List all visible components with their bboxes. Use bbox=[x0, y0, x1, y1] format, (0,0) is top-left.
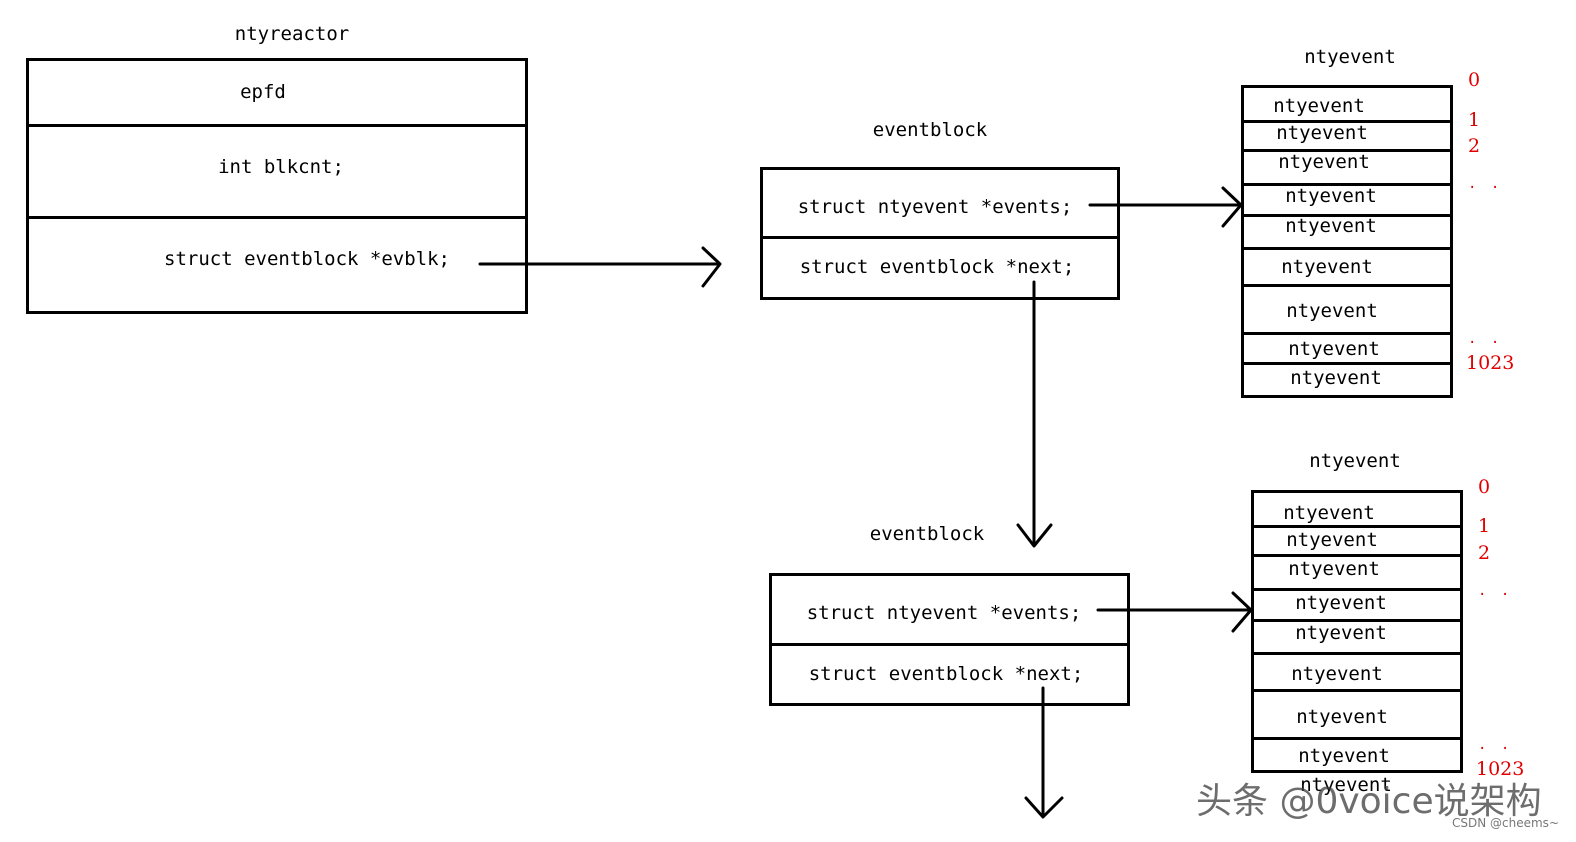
index-label: 1023 bbox=[1476, 758, 1525, 780]
eventblock-field-events: struct ntyevent *events; bbox=[797, 196, 1073, 218]
cell-divider bbox=[1244, 214, 1450, 217]
cell-divider bbox=[1254, 652, 1460, 655]
row-divider bbox=[772, 643, 1127, 646]
event-array-title: ntyevent bbox=[1304, 46, 1396, 68]
cell-divider bbox=[1244, 362, 1450, 365]
cell-divider bbox=[1254, 689, 1460, 692]
event-cell: ntyevent bbox=[1295, 592, 1387, 614]
event-cell: ntyevent bbox=[1288, 558, 1380, 580]
event-array bbox=[1241, 85, 1453, 398]
arrow-evblk-to-eventblock bbox=[478, 246, 722, 288]
cell-divider bbox=[1244, 120, 1450, 123]
arrow-next-down bbox=[1024, 686, 1064, 819]
event-cell: ntyevent bbox=[1273, 95, 1365, 117]
row-divider bbox=[29, 124, 525, 127]
row-divider bbox=[29, 216, 525, 219]
index-label: 1023 bbox=[1466, 352, 1515, 374]
eventblock-field-next: struct eventblock *next; bbox=[808, 663, 1084, 685]
watermark: 头条 @0voice说架构 bbox=[1196, 781, 1542, 822]
cell-divider bbox=[1254, 619, 1460, 622]
eventblock-field-next: struct eventblock *next; bbox=[799, 256, 1075, 278]
ellipsis: . . bbox=[1478, 737, 1513, 753]
reactor-field-blkcnt: int blkcnt; bbox=[218, 156, 344, 178]
event-cell: ntyevent bbox=[1286, 529, 1378, 551]
cell-divider bbox=[1254, 554, 1460, 557]
event-cell: ntyevent bbox=[1278, 151, 1370, 173]
reactor-title: ntyreactor bbox=[234, 23, 350, 45]
ellipsis: . . bbox=[1468, 176, 1503, 192]
event-cell: ntyevent bbox=[1283, 502, 1375, 524]
index-label: 1 bbox=[1468, 109, 1481, 131]
eventblock-title: eventblock bbox=[872, 119, 988, 141]
index-label: 2 bbox=[1478, 542, 1491, 564]
ellipsis: . . bbox=[1478, 583, 1513, 599]
event-cell: ntyevent bbox=[1298, 745, 1390, 767]
watermark-sub: CSDN @cheems~ bbox=[1452, 816, 1559, 830]
ellipsis: . . bbox=[1468, 331, 1503, 347]
event-cell: ntyevent bbox=[1288, 338, 1380, 360]
event-cell: ntyevent bbox=[1290, 367, 1382, 389]
eventblock-field-events: struct ntyevent *events; bbox=[806, 602, 1082, 624]
event-cell: ntyevent bbox=[1286, 300, 1378, 322]
event-cell: ntyevent bbox=[1296, 706, 1388, 728]
event-cell: ntyevent bbox=[1285, 215, 1377, 237]
event-cell: ntyevent bbox=[1300, 774, 1392, 796]
cell-divider bbox=[1254, 737, 1460, 740]
event-cell: ntyevent bbox=[1276, 122, 1368, 144]
cell-divider bbox=[1244, 284, 1450, 287]
reactor-field-epfd: epfd bbox=[240, 81, 286, 103]
reactor-struct bbox=[26, 58, 528, 314]
cell-divider bbox=[1244, 332, 1450, 335]
event-cell: ntyevent bbox=[1285, 185, 1377, 207]
cell-divider bbox=[1254, 588, 1460, 591]
eventblock-struct bbox=[769, 573, 1130, 706]
reactor-field-evblk: struct eventblock *evblk; bbox=[164, 248, 450, 270]
cell-divider bbox=[1254, 525, 1460, 528]
eventblock-title: eventblock bbox=[869, 523, 985, 545]
index-label: 1 bbox=[1478, 515, 1491, 537]
row-divider bbox=[763, 236, 1117, 239]
arrow-next-to-eventblock-2 bbox=[1016, 280, 1053, 548]
cell-divider bbox=[1244, 247, 1450, 250]
cell-divider bbox=[1244, 183, 1450, 186]
index-label: 0 bbox=[1478, 476, 1491, 498]
event-array-title: ntyevent bbox=[1309, 450, 1401, 472]
event-cell: ntyevent bbox=[1281, 256, 1373, 278]
event-cell: ntyevent bbox=[1291, 663, 1383, 685]
cell-divider bbox=[1244, 149, 1450, 152]
index-label: 2 bbox=[1468, 135, 1481, 157]
eventblock-struct bbox=[760, 167, 1120, 300]
event-array bbox=[1251, 490, 1463, 773]
event-cell: ntyevent bbox=[1295, 622, 1387, 644]
index-label: 0 bbox=[1468, 69, 1481, 91]
